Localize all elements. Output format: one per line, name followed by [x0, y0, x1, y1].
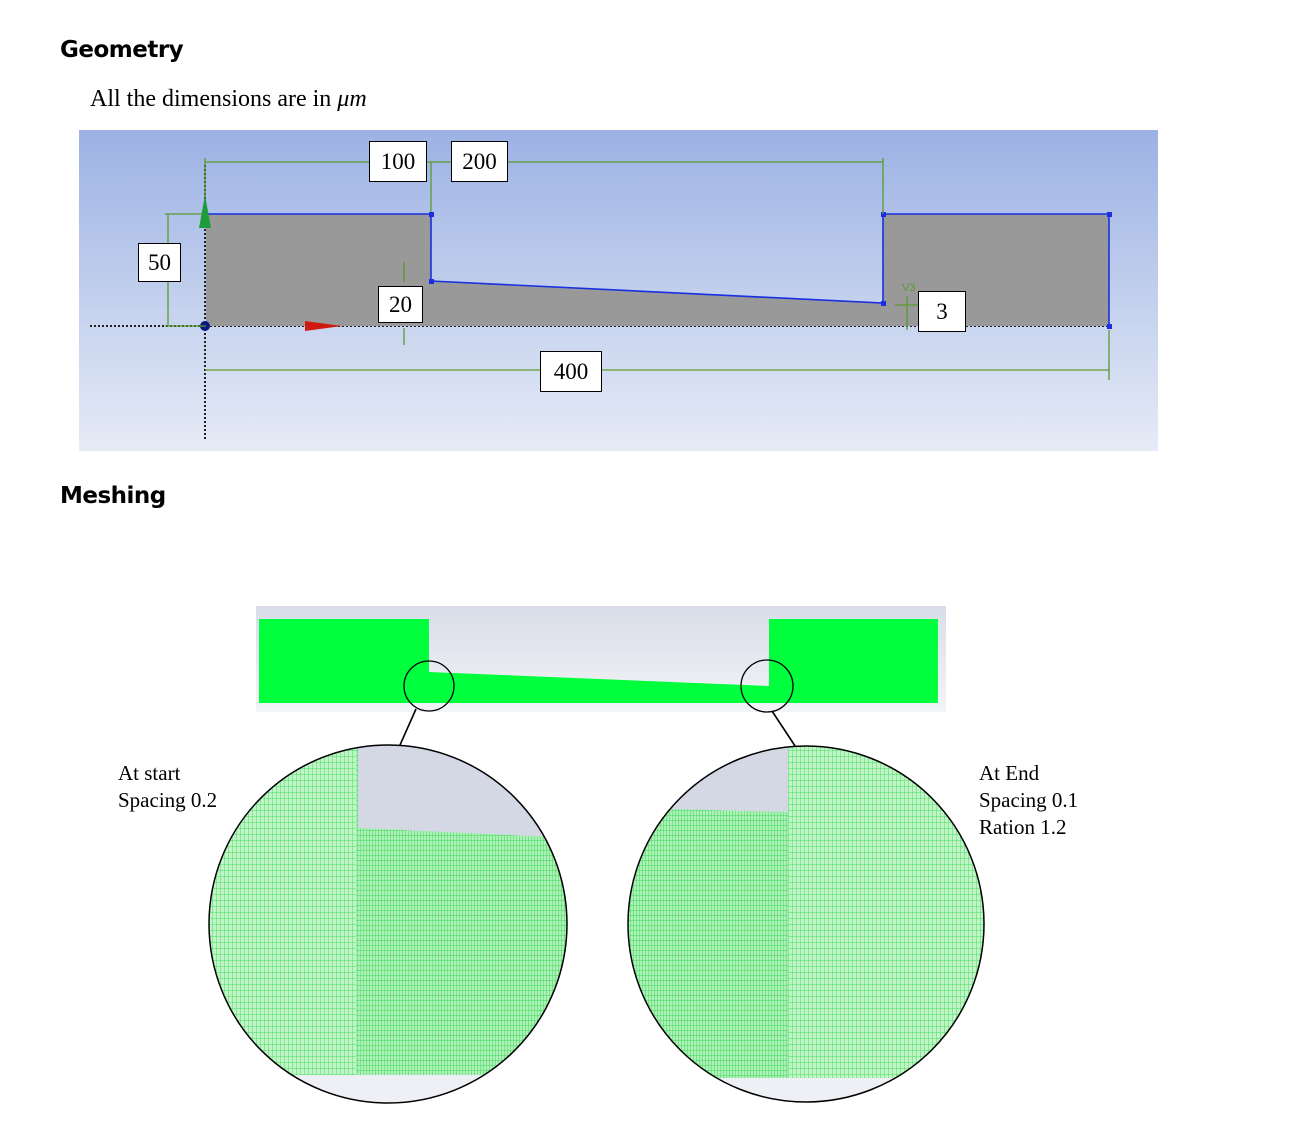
mesh-detail-start	[209, 745, 567, 1103]
dimension-lines	[165, 158, 1110, 380]
units-note: All the dimensions are in μm	[90, 86, 367, 113]
meshing-heading: Meshing	[60, 483, 166, 509]
end-note-line: Ration 1.2	[979, 815, 1067, 839]
end-note-line: At End	[979, 761, 1040, 785]
end-note-line: Spacing 0.1	[979, 788, 1079, 812]
mesh-detail-end-outline	[627, 745, 985, 1103]
mesh-detail-start-outline	[208, 744, 568, 1104]
dimension-height: 50	[138, 243, 181, 282]
x-axis-arrow	[305, 321, 342, 331]
dimension-total-length: 400	[540, 351, 602, 392]
zoom-marker-start	[403, 660, 455, 712]
mesh-overview-shape	[259, 619, 938, 703]
vertex-label: V3	[902, 282, 915, 294]
start-note: At start Spacing 0.2	[118, 760, 217, 814]
y-axis-arrow	[199, 195, 211, 228]
end-note: At End Spacing 0.1 Ration 1.2	[979, 760, 1078, 841]
units-symbol: μm	[337, 86, 367, 112]
dimension-gap: 200	[451, 141, 508, 182]
units-note-text: All the dimensions are in	[90, 86, 332, 112]
dimension-left-width: 100	[369, 141, 427, 182]
start-note-line: Spacing 0.2	[118, 788, 218, 812]
mesh-detail-end	[628, 746, 984, 1102]
dimension-step-height: 20	[378, 286, 423, 323]
profile-vertices	[429, 212, 1112, 329]
dimension-outlet-height: 3	[918, 291, 966, 332]
zoom-marker-end	[740, 659, 794, 713]
start-note-line: At start	[118, 761, 181, 785]
geometry-heading: Geometry	[60, 37, 184, 63]
